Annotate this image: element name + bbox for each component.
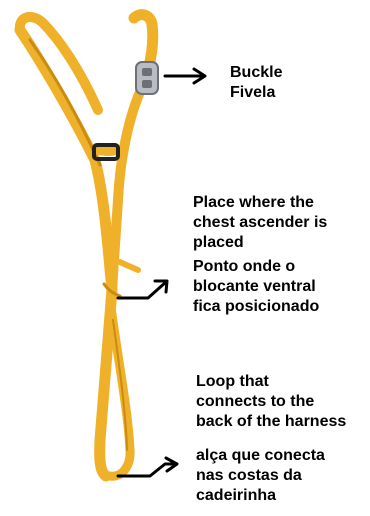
chest-label-line-6: fica posicionado — [193, 297, 327, 317]
loop-label-line-6: cadeirinha — [196, 486, 346, 506]
loop-label-line-2: connects to the — [196, 392, 346, 412]
chest-cross-strap — [98, 150, 118, 152]
right-strap-lower — [112, 92, 140, 290]
loop-label-line-4: alça que conecta — [196, 446, 346, 466]
chest-label-line-3: placed — [193, 233, 327, 253]
buckle-label-pt: Fivela — [230, 83, 282, 103]
chest-label-line-5: blocante ventral — [193, 277, 327, 297]
loop-label-line-3: back of the harness — [196, 412, 346, 432]
buckle — [136, 62, 158, 94]
buckle-label: Buckle Fivela — [230, 63, 282, 103]
side-tab — [120, 262, 138, 270]
back-loop-label: Loop that connects to the back of the ha… — [196, 372, 346, 506]
arrow-chest — [118, 281, 167, 298]
buckle-label-en: Buckle — [230, 63, 282, 83]
chest-label-line-1: Place where the — [193, 193, 327, 213]
loop-label-line-1: Loop that — [196, 372, 346, 392]
chest-label-line-4: Ponto onde o — [193, 257, 327, 277]
arrow-buckle — [165, 69, 205, 83]
chest-label-line-2: chest ascender is — [193, 213, 327, 233]
chest-ascender-label: Place where the chest ascender is placed… — [193, 193, 327, 317]
loop-label-line-5: nas costas da — [196, 466, 346, 486]
